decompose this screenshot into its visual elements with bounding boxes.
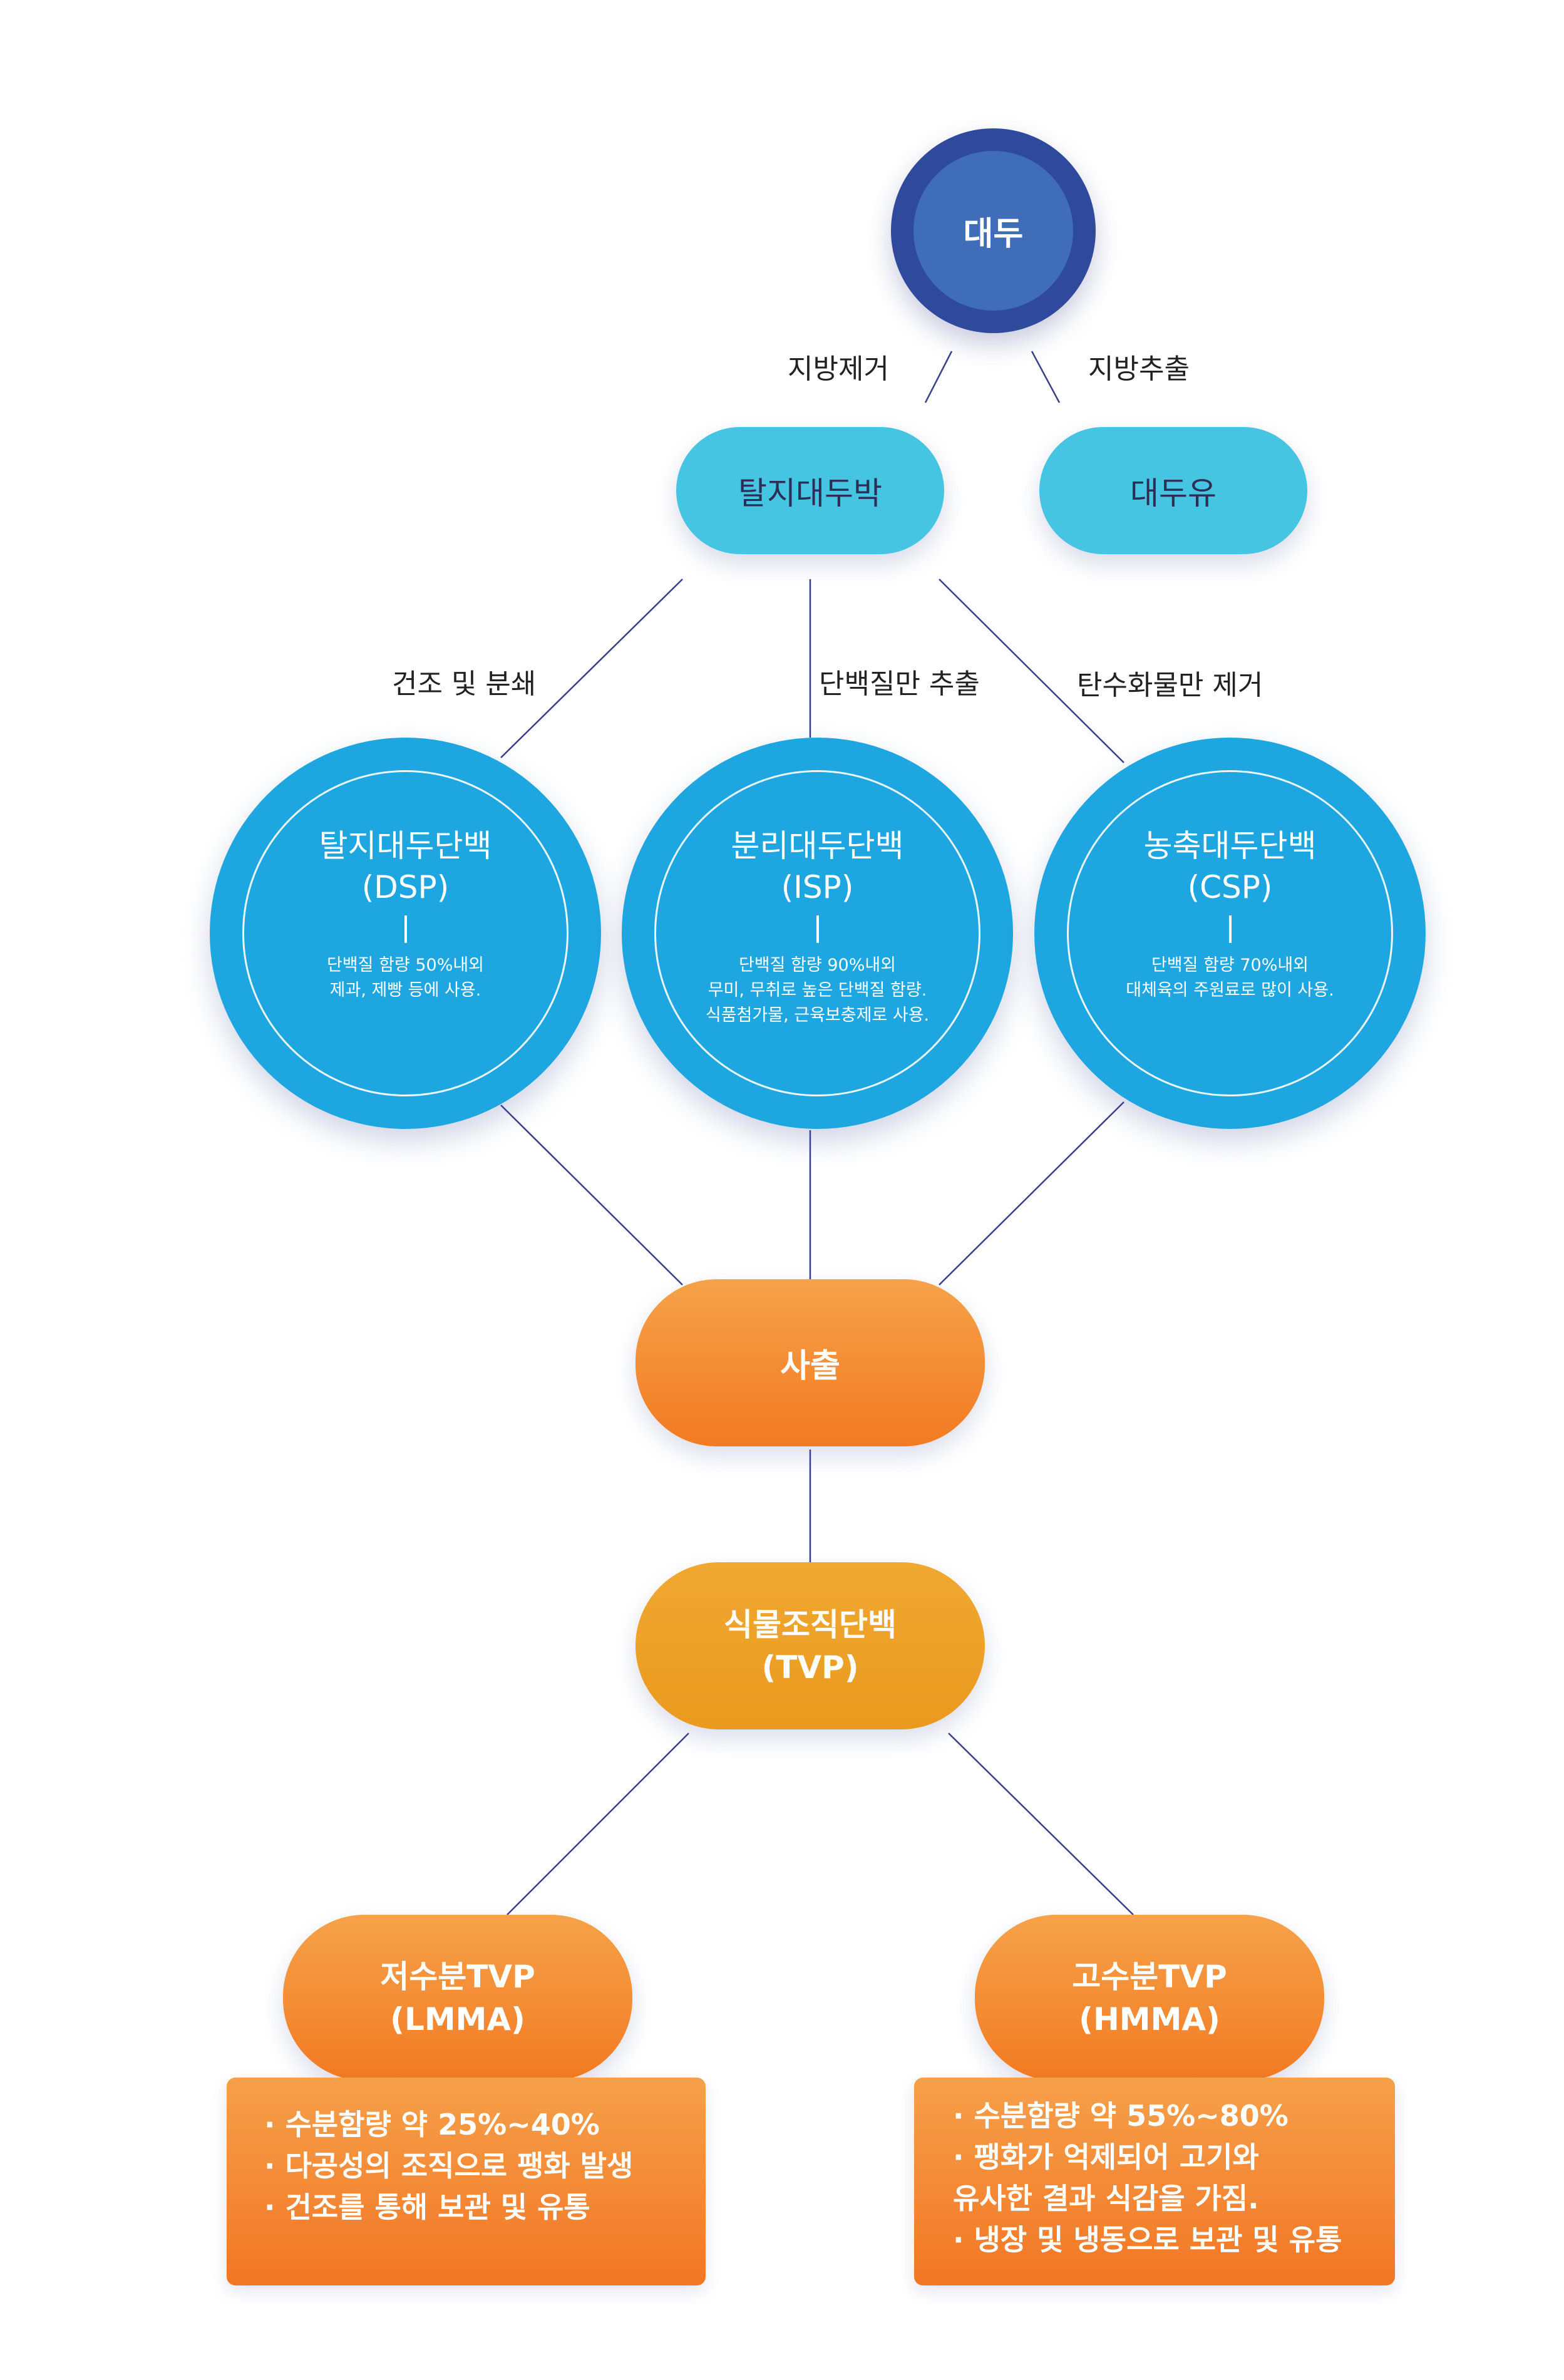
hmma-detail-1: · 수분함량 약 55%~80% <box>953 2099 1289 2133</box>
connector-defatted-dsp <box>500 579 683 758</box>
hmma-details-box: · 수분함량 약 55%~80% · 팽화가 억제되어 고기와 유사한 결과 식… <box>914 2078 1395 2285</box>
edge-label-dry-grind: 건조 및 분쇄 <box>392 668 537 700</box>
csp-desc-1: 단백질 함량 70%내외 <box>1151 956 1309 975</box>
hmma-detail-4: · 냉장 및 냉동으로 보관 및 유통 <box>953 2223 1342 2257</box>
edge-label-carb-removal: 탄수화물만 제거 <box>1077 669 1263 701</box>
defatted-soybean-meal-label: 탈지대두박 <box>738 475 882 512</box>
dsp-desc-2: 제과, 제빵 등에 사용. <box>329 981 481 1000</box>
tvp-label-2: (TVP) <box>761 1649 859 1686</box>
soybean-oil-label: 대두유 <box>1130 475 1217 512</box>
edge-label-protein-extract: 단백질만 추출 <box>819 668 980 700</box>
connector-csp-process <box>939 1101 1124 1285</box>
tvp-node: 식물조직단백 (TVP) <box>635 1562 985 1729</box>
extrusion-label: 사출 <box>780 1347 840 1385</box>
isp-node: 분리대두단백 (ISP) 단백질 함량 90%내외 무미, 무취로 높은 단백질… <box>622 738 1013 1129</box>
hmma-label-1: 고수분TVP <box>1072 1958 1227 1995</box>
connector-dsp-process <box>500 1105 683 1285</box>
dsp-abbr: (DSP) <box>361 869 450 905</box>
connector-defatted-csp <box>939 579 1124 763</box>
isp-name: 분리대두단백 <box>731 828 904 864</box>
lmma-node: 저수분TVP (LMMA) <box>283 1915 632 2081</box>
csp-desc-2: 대체육의 주원료로 많이 사용. <box>1126 981 1334 1000</box>
isp-desc-1: 단백질 함량 90%내외 <box>738 956 897 975</box>
hmma-detail-2: · 팽화가 억제되어 고기와 <box>953 2140 1259 2174</box>
connector-tvp-lmma <box>507 1733 689 1915</box>
csp-node: 농축대두단백 (CSP) 단백질 함량 70%내외 대체육의 주원료로 많이 사… <box>1034 738 1426 1129</box>
isp-desc-2: 무미, 무취로 높은 단백질 함량. <box>707 981 927 1000</box>
connector-root-defatted <box>924 351 953 403</box>
lmma-label-2: (LMMA) <box>390 2001 525 2037</box>
lmma-label-1: 저수분TVP <box>380 1958 535 1995</box>
lmma-detail-1: · 수분함량 약 25%~40% <box>264 2108 600 2141</box>
lmma-details-box: · 수분함량 약 25%~40% · 다공성의 조직으로 팽화 발생 · 건조를… <box>227 2078 706 2285</box>
soybean-node: 대두 <box>891 128 1096 333</box>
dsp-name: 탈지대두단백 <box>319 828 492 864</box>
dsp-divider <box>404 915 407 943</box>
connector-tvp-hmma <box>948 1733 1134 1915</box>
isp-abbr: (ISP) <box>781 869 854 905</box>
csp-name: 농축대두단백 <box>1143 828 1317 864</box>
defatted-soybean-meal-node: 탈지대두박 <box>676 427 944 554</box>
connector-root-oil <box>1031 351 1061 403</box>
isp-divider <box>816 915 819 943</box>
csp-divider <box>1228 915 1232 943</box>
csp-abbr: (CSP) <box>1187 869 1273 905</box>
dsp-desc-1: 단백질 함량 50%내외 <box>326 956 485 975</box>
extrusion-node: 사출 <box>635 1279 985 1446</box>
hmma-label-2: (HMMA) <box>1079 2001 1220 2037</box>
hmma-node: 고수분TVP (HMMA) <box>975 1915 1324 2081</box>
tvp-label-1: 식물조직단백 <box>724 1606 897 1643</box>
hmma-detail-3: 유사한 결과 식감을 가짐. <box>953 2182 1259 2215</box>
isp-desc-3: 식품첨가물, 근육보충제로 사용. <box>705 1006 930 1025</box>
dsp-node: 탈지대두단백 (DSP) 단백질 함량 50%내외 제과, 제빵 등에 사용. <box>210 738 601 1129</box>
lmma-detail-2: · 다공성의 조직으로 팽화 발생 <box>264 2149 634 2183</box>
soybean-oil-node: 대두유 <box>1039 427 1307 554</box>
edge-label-defat-removal: 지방제거 <box>788 353 889 385</box>
edge-label-fat-extraction: 지방추출 <box>1088 353 1190 385</box>
soybean-label: 대두 <box>913 151 1073 311</box>
lmma-detail-3: · 건조를 통해 보관 및 유통 <box>264 2190 590 2224</box>
